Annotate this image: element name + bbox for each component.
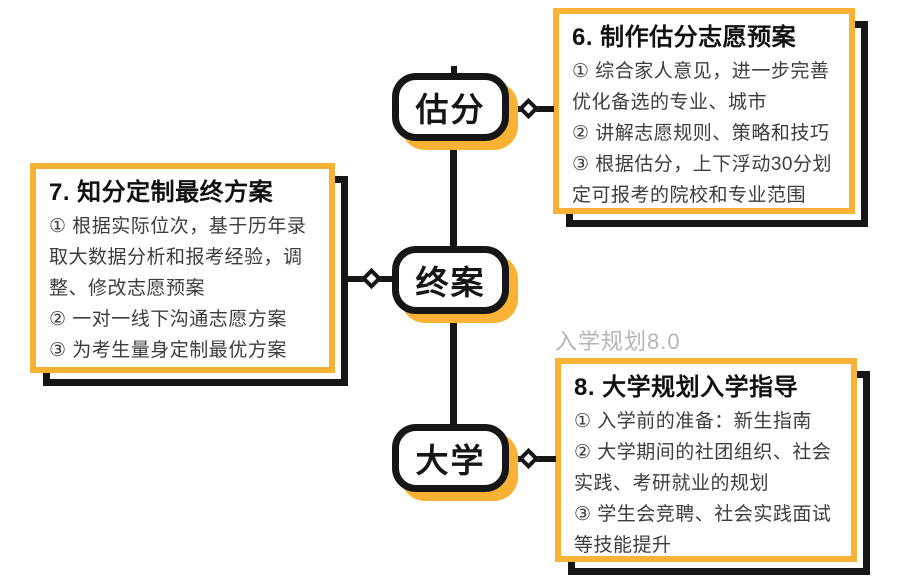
box-8-item-3: ③ 学生会竞聘、社会实践面试等技能提升	[574, 504, 832, 556]
stage-node-estimate-score: 估分	[392, 73, 509, 141]
diamond-joint-node-3	[517, 447, 540, 470]
diamond-joint-node-1	[517, 97, 540, 120]
stage-node-3-label: 大学	[415, 442, 486, 479]
stage-node-university: 大学	[392, 424, 509, 492]
detail-box-step-6: 6. 制作估分志愿预案 ① 综合家人意见，进一步完善优化备选的专业、城市 ② 讲…	[553, 8, 855, 214]
connector-node-1-to-node-2	[450, 139, 457, 248]
stage-node-final-plan: 终案	[392, 246, 509, 314]
stage-node-1-label: 估分	[415, 91, 486, 128]
box-6-item-2: ② 讲解志愿规则、策略和技巧	[572, 123, 830, 144]
stage-node-2-label: 终案	[415, 264, 486, 301]
connector-stub-above-node-1	[451, 66, 457, 75]
detail-box-step-7: 7. 知分定制最终方案 ① 根据实际位次，基于历年录取大数据分析和报考经验，调整…	[30, 163, 335, 373]
connector-node-2-to-node-3	[450, 312, 457, 426]
detail-box-step-8: 8. 大学规划入学指导 ① 入学前的准备：新生指南 ② 大学期间的社团组织、社会…	[555, 358, 857, 562]
box-7-item-2: ② 一对一线下沟通志愿方案	[49, 309, 287, 330]
box-7-title: 7. 知分定制最终方案	[49, 179, 274, 206]
box-6-item-1: ① 综合家人意见，进一步完善优化备选的专业、城市	[572, 61, 830, 113]
box-8-item-1: ① 入学前的准备：新生指南	[574, 411, 812, 432]
box-8-item-2: ② 大学期间的社团组织、社会实践、考研就业的规划	[574, 442, 832, 494]
watermark-label: 入学规划8.0	[555, 329, 681, 354]
box-6-item-3: ③ 根据估分，上下浮动30分划定可报考的院校和专业范围	[572, 154, 832, 206]
box-7-item-1: ① 根据实际位次，基于历年录取大数据分析和报考经验，调整、修改志愿预案	[49, 216, 307, 299]
box-8-title: 8. 大学规划入学指导	[574, 374, 799, 401]
diamond-joint-node-2	[360, 267, 383, 290]
box-7-item-3: ③ 为考生量身定制最优方案	[49, 340, 287, 361]
box-6-title: 6. 制作估分志愿预案	[572, 24, 797, 51]
